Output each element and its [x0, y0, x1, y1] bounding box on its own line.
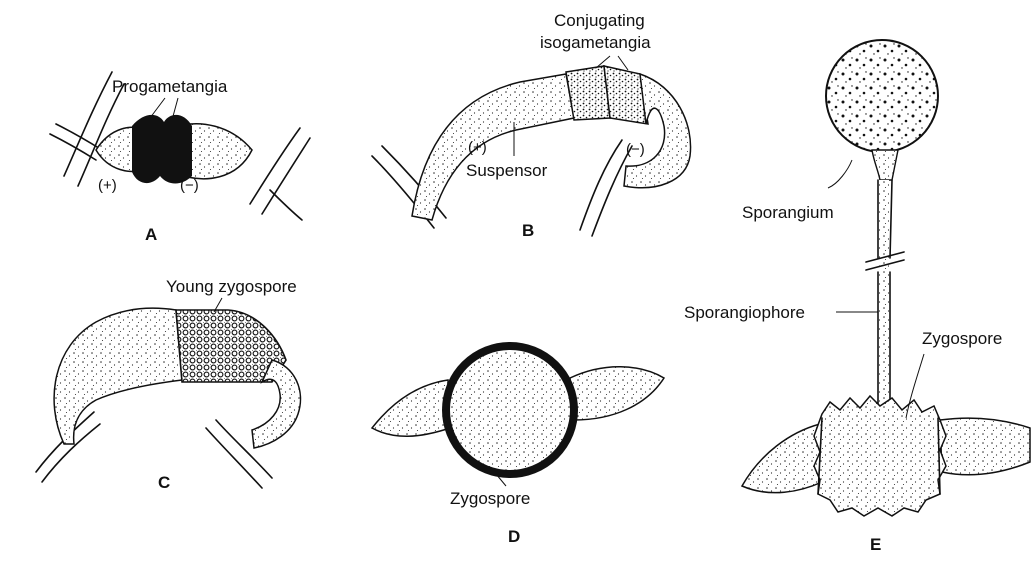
suspensor-e-left [740, 423, 823, 494]
sporangium-leader [827, 159, 853, 189]
sign-minus-a: (−) [180, 177, 199, 194]
label-young-zygospore: Young zygospore [166, 277, 297, 296]
label-sporangiophore: Sporangiophore [684, 303, 805, 322]
zygospore-d-body [442, 342, 578, 478]
sporangium [825, 39, 939, 153]
panel-c-hypha-right [205, 419, 273, 489]
suspensor-minus [623, 72, 692, 189]
suspensor-plus [411, 73, 575, 221]
label-conjugating-line2: isogametangia [540, 33, 651, 52]
suspensor-d-right [569, 366, 666, 421]
suspensor-d-left [370, 379, 451, 437]
isogametangium-1 [565, 65, 611, 121]
panel-e: Sporangium Sporangiophore Zygospore E [684, 39, 1031, 554]
panel-d: Zygospore D [370, 342, 666, 546]
panel-letter-a: A [145, 225, 157, 244]
progametangia-tips [132, 114, 192, 184]
panel-c: Young zygospore C [35, 277, 302, 492]
panel-letter-c: C [158, 473, 170, 492]
progametangia-leader [146, 97, 179, 123]
panel-a: Progametangia (+) (−) A [49, 71, 311, 244]
zygospore-e-body [813, 394, 947, 517]
suspensor-c-left [53, 307, 183, 445]
label-sporangium: Sporangium [742, 203, 834, 222]
panel-a-hyphae [49, 71, 311, 221]
panel-letter-b: B [522, 221, 534, 240]
suspensor-e-right [939, 417, 1031, 476]
sporangiophore-stalk [877, 179, 893, 421]
label-progametangia: Progametangia [112, 77, 228, 96]
sign-plus-b: (+) [468, 139, 487, 156]
zygospore-e-leader [905, 353, 925, 419]
panel-b: Conjugating isogametangia Suspensor (+) … [371, 11, 692, 240]
label-zygospore-e: Zygospore [922, 329, 1002, 348]
label-zygospore-d: Zygospore [450, 489, 530, 508]
label-suspensor: Suspensor [466, 161, 548, 180]
panel-letter-d: D [508, 527, 520, 546]
sign-plus-a: (+) [98, 177, 117, 194]
panel-b-hypha-right [579, 139, 633, 237]
panel-letter-e: E [870, 535, 881, 554]
stalk-break-mark [865, 251, 905, 271]
isogametangium-2 [603, 65, 649, 125]
sign-minus-b: (−) [626, 141, 645, 158]
suspensor-c-right [251, 359, 302, 449]
sporangium-base [871, 149, 899, 181]
label-conjugating-line1: Conjugating [554, 11, 645, 30]
